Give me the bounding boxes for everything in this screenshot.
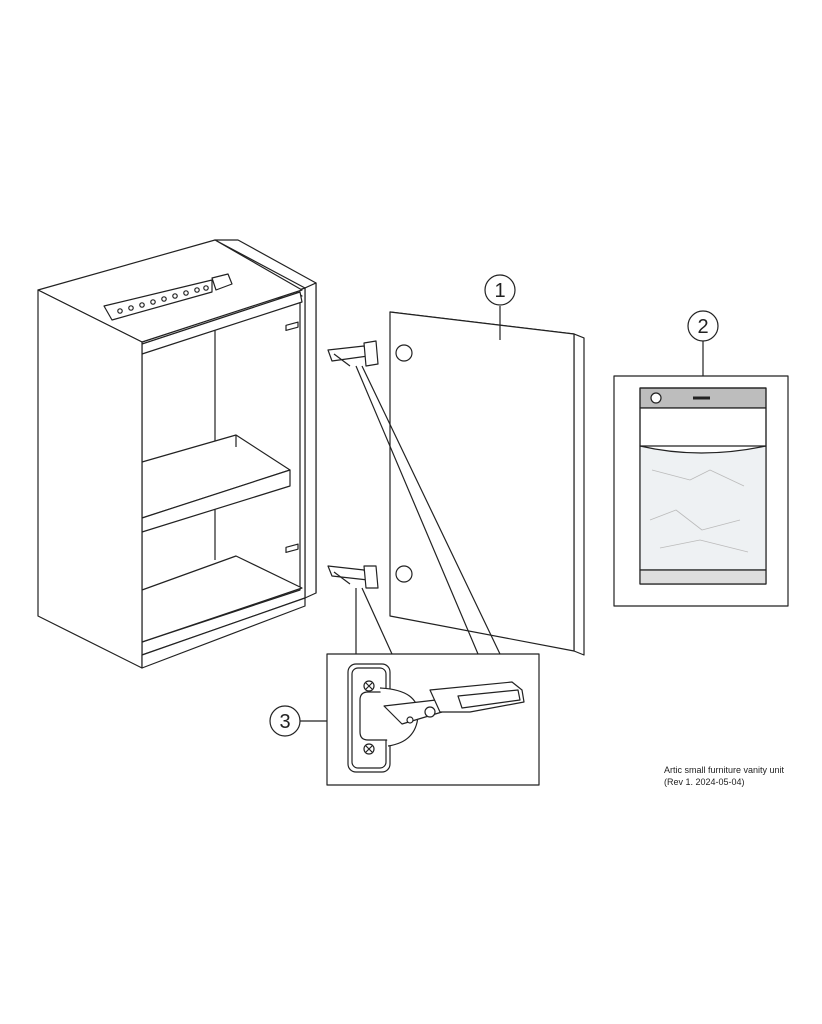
caption-title: Artic small furniture vanity unit bbox=[664, 765, 785, 775]
door-panel bbox=[389, 311, 585, 656]
hinge-clip-top bbox=[327, 340, 379, 367]
hinge-clip-bottom bbox=[327, 565, 379, 589]
callout-3: 3 bbox=[269, 705, 327, 737]
cabinet-left-side bbox=[37, 289, 143, 669]
callout-1-label: 1 bbox=[494, 280, 505, 302]
door-hinge-hole-top bbox=[395, 344, 413, 362]
callout-2-label: 2 bbox=[697, 316, 708, 338]
caption-revision: (Rev 1. 2024-05-04) bbox=[664, 777, 745, 787]
hardware-bag-icon bbox=[639, 387, 767, 585]
diagram-caption: Artic small furniture vanity unit (Rev 1… bbox=[664, 764, 784, 788]
hinge-icon bbox=[347, 663, 525, 773]
cabinet bbox=[37, 239, 317, 669]
callout-1: 1 bbox=[484, 274, 516, 340]
callout-2: 2 bbox=[687, 310, 719, 376]
door-hinge-hole-bottom bbox=[395, 565, 413, 583]
callout-3-label: 3 bbox=[279, 711, 290, 733]
